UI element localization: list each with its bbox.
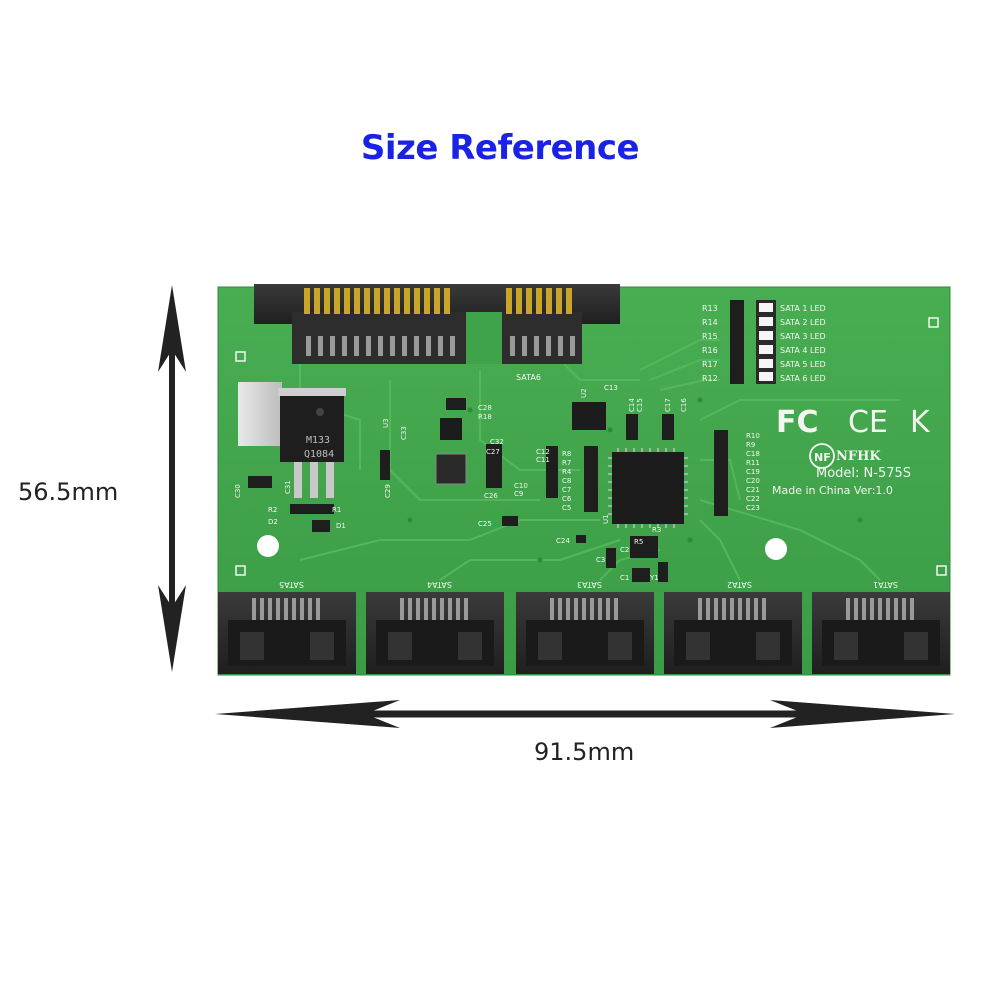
svg-text:C17: C17 — [664, 398, 672, 412]
output-label-5: SATA1 — [873, 580, 898, 589]
made-in-label: Made in China Ver:1.0 — [772, 484, 893, 497]
svg-text:C13: C13 — [604, 384, 618, 392]
svg-text:R5: R5 — [634, 538, 643, 546]
led-label-6: SATA 6 LED — [780, 374, 826, 383]
brand-label: NFHK — [836, 449, 881, 464]
led-resistor-4: R16 — [702, 346, 718, 355]
svg-text:U3: U3 — [382, 418, 390, 428]
fcc-mark: FC — [776, 405, 819, 440]
svg-text:C23: C23 — [746, 504, 760, 512]
voltage-regulator — [238, 382, 346, 498]
input-connector-label: SATA6 — [516, 373, 541, 382]
controller-chip — [608, 448, 688, 528]
svg-text:C28: C28 — [478, 404, 492, 412]
model-label: Model: N-575S — [816, 466, 911, 481]
led-label-1: SATA 1 LED — [780, 304, 826, 313]
sata2-connector — [664, 592, 802, 674]
sata5-connector — [218, 592, 356, 674]
led-resistor-2: R14 — [702, 318, 718, 327]
led-label-3: SATA 3 LED — [780, 332, 826, 341]
led-label-4: SATA 4 LED — [780, 346, 826, 355]
svg-text:C8: C8 — [562, 477, 571, 485]
svg-text:C19: C19 — [746, 468, 760, 476]
component-designators: U3 U2 U1 C28 R18 C33 C29 C30 C31 R2 R1 D… — [234, 384, 760, 582]
svg-text:C6: C6 — [562, 495, 572, 503]
led-resistor-5: R17 — [702, 360, 718, 369]
svg-text:C31: C31 — [284, 480, 292, 494]
svg-text:C1: C1 — [620, 574, 629, 582]
component-arrays — [248, 398, 728, 582]
width-dimension-label: 91.5mm — [534, 738, 635, 766]
led-array — [730, 300, 776, 384]
sata1-connector — [812, 592, 950, 674]
svg-text:C9: C9 — [514, 490, 523, 498]
svg-text:U1: U1 — [602, 514, 610, 524]
svg-text:R3: R3 — [652, 526, 661, 534]
svg-text:R11: R11 — [746, 459, 760, 467]
svg-text:C14: C14 — [628, 398, 636, 412]
svg-text:C2: C2 — [620, 546, 629, 554]
output-label-3: SATA3 — [577, 580, 602, 589]
regulator-marking-2: Q1084 — [304, 449, 334, 460]
led-label-2: SATA 2 LED — [780, 318, 826, 327]
svg-text:C33: C33 — [400, 426, 408, 440]
svg-text:R10: R10 — [746, 432, 760, 440]
svg-text:U2: U2 — [580, 388, 588, 398]
output-label-4: SATA2 — [727, 580, 752, 589]
svg-text:R18: R18 — [478, 413, 492, 421]
svg-text:R4: R4 — [562, 468, 572, 476]
svg-text:R1: R1 — [332, 506, 341, 514]
svg-text:C25: C25 — [478, 520, 492, 528]
svg-text:C20: C20 — [746, 477, 760, 485]
svg-text:R9: R9 — [746, 441, 755, 449]
svg-text:C10: C10 — [514, 482, 528, 490]
led-resistor-1: R13 — [702, 304, 718, 313]
svg-text:R7: R7 — [562, 459, 571, 467]
svg-text:C7: C7 — [562, 486, 571, 494]
led-label-5: SATA 5 LED — [780, 360, 826, 369]
sata-output-connectors — [218, 592, 950, 674]
svg-text:R2: R2 — [268, 506, 277, 514]
svg-text:C27: C27 — [486, 448, 500, 456]
led-resistor-6: R12 — [702, 374, 718, 383]
svg-text:C26: C26 — [484, 492, 498, 500]
small-chip — [435, 402, 606, 485]
sata3-connector — [516, 592, 654, 674]
svg-text:C3: C3 — [596, 556, 605, 564]
svg-text:Y1: Y1 — [649, 574, 659, 582]
svg-text:C15: C15 — [636, 398, 644, 412]
svg-text:C12: C12 — [536, 448, 550, 456]
height-dimension-label: 56.5mm — [18, 478, 119, 506]
svg-text:C30: C30 — [234, 484, 242, 498]
svg-text:C5: C5 — [562, 504, 571, 512]
regulatory-marks: FC CE K — [776, 405, 931, 440]
sata6-input-connector — [254, 284, 620, 364]
kc-mark: K — [910, 405, 931, 440]
output-label-2: SATA4 — [427, 580, 452, 589]
sata4-connector — [366, 592, 504, 674]
svg-text:C22: C22 — [746, 495, 760, 503]
svg-text:D1: D1 — [336, 522, 346, 530]
svg-text:C16: C16 — [680, 398, 688, 412]
height-dimension-arrow — [158, 285, 186, 672]
output-label-1: SATA5 — [279, 580, 304, 589]
svg-text:C11: C11 — [536, 456, 550, 464]
regulator-marking-1: M133 — [306, 435, 330, 446]
svg-text:D2: D2 — [268, 518, 278, 526]
svg-text:C24: C24 — [556, 537, 570, 545]
svg-text:C29: C29 — [384, 484, 392, 498]
svg-text:R8: R8 — [562, 450, 571, 458]
nf-logo — [809, 443, 835, 469]
page-title: Size Reference — [360, 128, 640, 168]
led-resistor-3: R15 — [702, 332, 718, 341]
mounting-hole — [765, 538, 787, 560]
nf-logo-text: NF — [814, 451, 831, 464]
svg-text:C21: C21 — [746, 486, 760, 494]
width-dimension-arrow — [215, 700, 955, 728]
svg-text:C32: C32 — [490, 438, 504, 446]
mounting-hole — [257, 535, 279, 557]
ce-mark: CE — [848, 405, 888, 440]
svg-text:C18: C18 — [746, 450, 760, 458]
